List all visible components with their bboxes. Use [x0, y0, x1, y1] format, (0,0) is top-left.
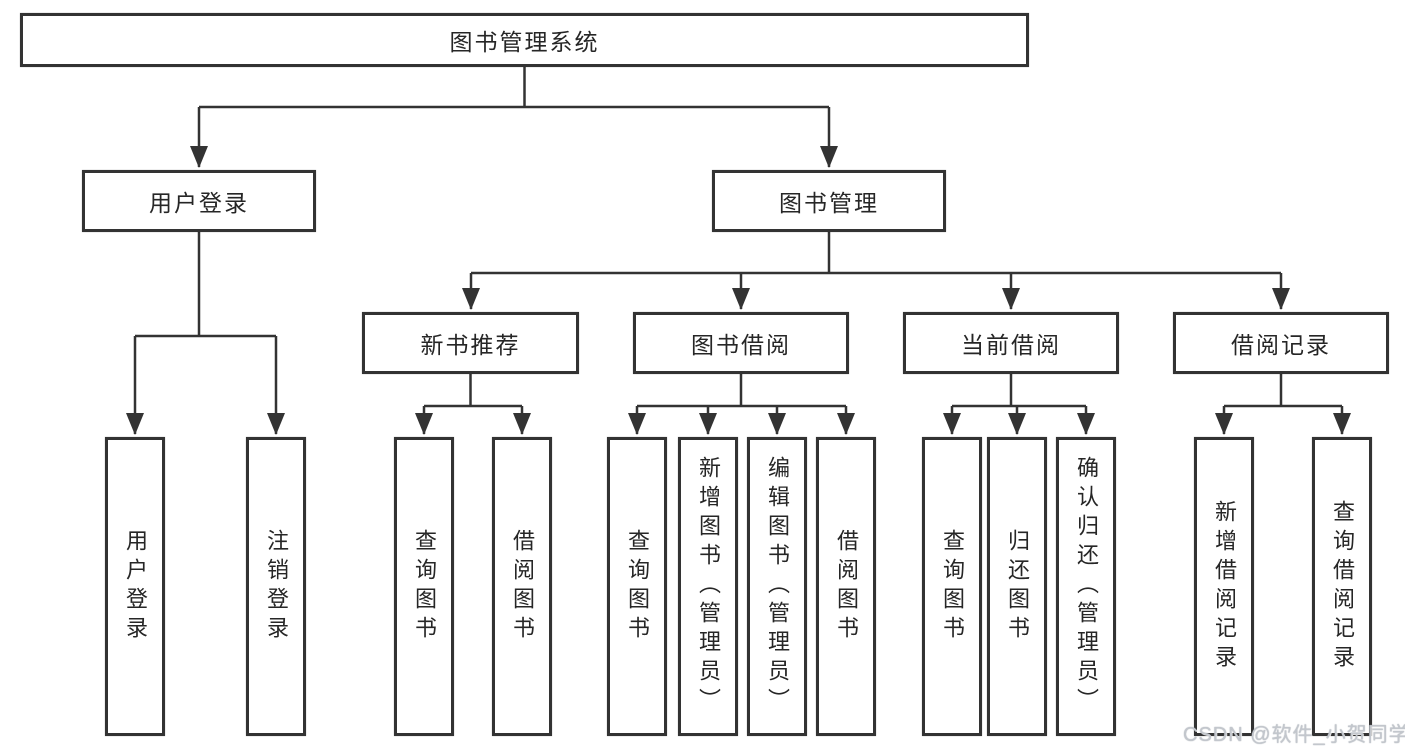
- leaf-add-books-admin: 新增图书（管理员）: [678, 437, 738, 736]
- leaf-query-borrow-record: 查询借阅记录: [1312, 437, 1372, 736]
- leaf-label: 借阅图书: [834, 528, 859, 645]
- leaf-label: 新增图书（管理员）: [696, 456, 721, 717]
- leaf-label: 查询借阅记录: [1330, 499, 1355, 674]
- node-label: 图书管理系统: [449, 29, 600, 55]
- leaf-label: 确认归还（管理员）: [1074, 456, 1099, 717]
- node-label: 借阅记录: [1231, 332, 1331, 358]
- leaf-borrow-books: 借阅图书: [816, 437, 876, 736]
- leaf-query-books-recommend: 查询图书: [394, 437, 454, 736]
- leaf-return-books: 归还图书: [987, 437, 1047, 736]
- leaf-query-books-borrowing: 查询图书: [607, 437, 667, 736]
- node-label: 图书借阅: [691, 332, 791, 358]
- node-new-book-recommend: 新书推荐: [362, 312, 579, 374]
- leaf-label: 归还图书: [1005, 528, 1030, 645]
- node-borrowing-records: 借阅记录: [1173, 312, 1389, 374]
- leaf-label: 编辑图书（管理员）: [765, 456, 790, 717]
- leaf-borrow-books-recommend: 借阅图书: [492, 437, 552, 736]
- leaf-label: 借阅图书: [510, 528, 535, 645]
- node-book-borrowing: 图书借阅: [633, 312, 849, 374]
- node-book-management: 图书管理: [712, 170, 946, 232]
- csdn-watermark: CSDN @软件_小贺同学: [1183, 724, 1405, 746]
- node-label: 用户登录: [149, 190, 249, 216]
- leaf-logout: 注销登录: [246, 437, 306, 736]
- node-root-system: 图书管理系统: [20, 13, 1029, 67]
- node-label: 图书管理: [779, 190, 879, 216]
- node-label: 当前借阅: [961, 332, 1061, 358]
- leaf-query-books-current: 查询图书: [922, 437, 982, 736]
- leaf-user-login: 用户登录: [105, 437, 165, 736]
- leaf-confirm-return-admin: 确认归还（管理员）: [1056, 437, 1116, 736]
- leaf-add-borrow-record: 新增借阅记录: [1194, 437, 1254, 736]
- node-current-borrowing: 当前借阅: [903, 312, 1119, 374]
- leaf-label: 查询图书: [625, 528, 650, 645]
- leaf-label: 新增借阅记录: [1212, 499, 1237, 674]
- leaf-label: 用户登录: [123, 528, 148, 645]
- node-label: 新书推荐: [420, 332, 521, 358]
- leaf-label: 查询图书: [940, 528, 965, 645]
- leaf-label: 注销登录: [264, 528, 289, 645]
- node-user-login: 用户登录: [82, 170, 316, 232]
- leaf-label: 查询图书: [412, 528, 437, 645]
- leaf-edit-books-admin: 编辑图书（管理员）: [747, 437, 807, 736]
